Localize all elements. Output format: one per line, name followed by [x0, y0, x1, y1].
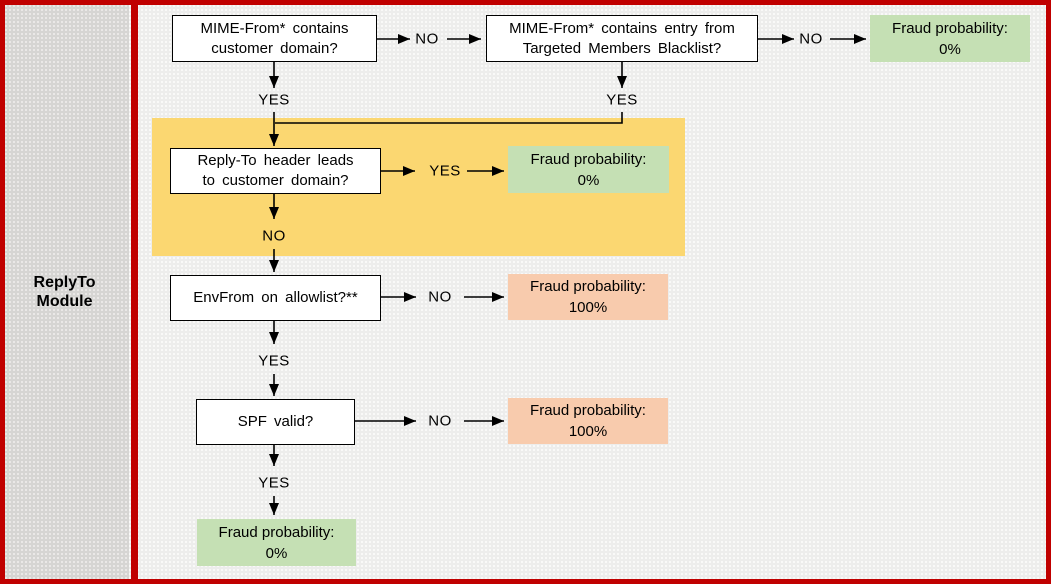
outcome-blacklist-no: Fraud probability: 0% — [870, 15, 1030, 62]
outcome-label: Fraud probability: — [530, 402, 646, 419]
decision-line: SPF valid? — [237, 413, 314, 430]
edge-label-reply-to-no: NO — [262, 227, 286, 245]
edge-label-mime-customer-yes: YES — [258, 91, 290, 109]
decision-line: MIME-From* contains — [200, 19, 349, 37]
decision-line: to customer domain? — [202, 172, 349, 189]
outcome-value: 100% — [568, 423, 608, 440]
edge-label-spf-no: NO — [428, 412, 452, 430]
decision-line: EnvFrom on allowlist?** — [193, 289, 358, 306]
decision-envfrom-allowlist: EnvFrom on allowlist?** — [170, 275, 381, 321]
decision-line: customer domain? — [211, 39, 338, 57]
outcome-value: 0% — [577, 171, 600, 189]
edge-label-reply-to-yes: YES — [429, 162, 461, 180]
outcome-label: Fraud probability: — [218, 523, 335, 541]
decision-line: Reply-To header leads — [197, 152, 354, 169]
outcome-spf-no: Fraud probability: 100% — [508, 398, 668, 444]
outcome-value: 0% — [265, 544, 288, 562]
sidebar-red-divider — [131, 0, 138, 584]
outcome-value: 0% — [939, 40, 961, 58]
outcome-spf-yes: Fraud probability: 0% — [197, 519, 356, 566]
decision-mime-from-customer: MIME-From* contains customer domain? — [172, 15, 377, 62]
outcome-label: Fraud probability: — [530, 150, 647, 168]
decision-mime-from-blacklist: MIME-From* contains entry from Targeted … — [486, 15, 758, 62]
outcome-envfrom-no: Fraud probability: 100% — [508, 274, 668, 320]
outcome-reply-to-yes: Fraud probability: 0% — [508, 146, 669, 193]
module-sidebar: ReplyTo Module — [0, 0, 129, 584]
decision-line: MIME-From* contains entry from — [509, 19, 735, 37]
decision-line: Targeted Members Blacklist? — [522, 39, 722, 57]
outcome-label: Fraud probability: — [530, 278, 646, 295]
outcome-value: 100% — [568, 299, 608, 316]
decision-reply-to-header: Reply-To header leads to customer domain… — [170, 148, 381, 194]
decision-spf-valid: SPF valid? — [196, 399, 355, 445]
outcome-label: Fraud probability: — [892, 19, 1008, 37]
edge-label-envfrom-no: NO — [428, 288, 452, 306]
edge-label-mime-customer-no: NO — [415, 30, 439, 48]
edge-label-blacklist-no: NO — [799, 30, 823, 48]
module-title: ReplyTo Module — [33, 274, 96, 310]
edge-label-envfrom-yes: YES — [258, 352, 290, 370]
edge-label-blacklist-yes: YES — [606, 91, 638, 109]
edge-label-spf-yes: YES — [258, 474, 290, 492]
